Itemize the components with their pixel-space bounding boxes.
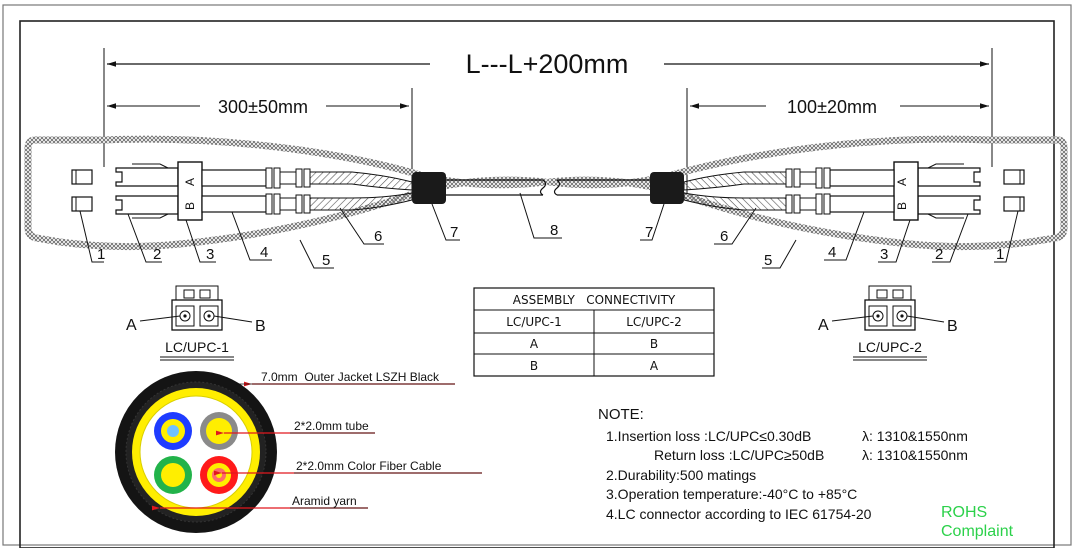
left-connector-end-view: A B LC/UPC-1 xyxy=(126,285,266,361)
note-wavelength: λ: 1310&1550nm xyxy=(862,428,968,444)
end-view-label-b: B xyxy=(947,318,958,335)
part-number: 1 xyxy=(996,246,1004,263)
table-cell: A xyxy=(650,359,659,373)
part-number: 3 xyxy=(206,246,214,263)
end-view-label-a: A xyxy=(818,317,829,334)
note-line: 3.Operation temperature:-40°C to +85°C xyxy=(606,486,857,502)
tube-label: 2*2.0mm tube xyxy=(294,419,369,433)
note-line: Return loss :LC/UPC≥50dB xyxy=(654,447,824,463)
outer-jacket-label: 7.0mm Outer Jacket LSZH Black xyxy=(261,370,440,384)
note-line: 2.Durability:500 matings xyxy=(606,467,756,483)
notes-block: NOTE: 1.Insertion loss :LC/UPC≤0.30dB λ:… xyxy=(598,406,968,522)
assembly-connectivity-table: ASSEMBLY CONNECTIVITY LC/UPC-1 LC/UPC-2 … xyxy=(473,287,715,377)
table-cell: B xyxy=(650,337,658,351)
clip-label-a: A xyxy=(183,178,197,186)
left-break-label: 300±50mm xyxy=(218,97,308,117)
splitter-sleeve xyxy=(412,172,446,204)
left-part-leaders xyxy=(79,192,562,269)
duplex-clip xyxy=(177,161,203,221)
right-connector-assembly xyxy=(650,161,1025,221)
fiber-label: 2*2.0mm Color Fiber Cable xyxy=(296,459,442,473)
end-view-label-a: A xyxy=(126,317,137,334)
part-number: 1 xyxy=(97,246,105,263)
right-part-numbers: 7 6 5 4 3 2 1 xyxy=(645,224,1004,269)
main-cable xyxy=(445,179,655,196)
table-header: LC/UPC-2 xyxy=(626,315,681,329)
part-number: 5 xyxy=(322,252,330,269)
note-line: 1.Insertion loss :LC/UPC≤0.30dB xyxy=(606,428,811,444)
sheet-border-inner xyxy=(19,20,1055,548)
right-connector-end-view: A B LC/UPC-2 xyxy=(818,285,958,361)
rohs-mark: ROHS Complaint xyxy=(941,503,1013,541)
table-cell: A xyxy=(530,337,539,351)
right-connector-title: LC/UPC-2 xyxy=(858,339,922,355)
part-number: 7 xyxy=(645,224,653,241)
part-number: 6 xyxy=(374,228,382,245)
left-connector-title: LC/UPC-1 xyxy=(165,339,229,355)
table-title: ASSEMBLY CONNECTIVITY xyxy=(513,293,676,307)
left-part-numbers: 1 2 3 4 5 6 7 8 xyxy=(97,222,558,269)
overall-length-dimension: L---L+200mm xyxy=(103,48,993,167)
table-cell: B xyxy=(530,359,538,373)
sheet-border-outer xyxy=(2,4,1072,546)
part-number: 5 xyxy=(764,252,772,269)
overall-length-label: L---L+200mm xyxy=(466,49,629,79)
part-number: 8 xyxy=(550,222,558,239)
note-wavelength: λ: 1310&1550nm xyxy=(862,447,968,463)
part-number: 2 xyxy=(935,246,943,263)
table-header: LC/UPC-1 xyxy=(506,315,561,329)
notes-title: NOTE: xyxy=(598,406,644,423)
part-number: 4 xyxy=(828,244,836,261)
clip-label-b: B xyxy=(183,202,197,210)
right-break-label: 100±20mm xyxy=(787,97,877,117)
aramid-label: Aramid yarn xyxy=(292,494,357,508)
note-line: 4.LC connector according to IEC 61754-20 xyxy=(606,506,872,522)
cable-cross-section xyxy=(115,371,277,533)
part-number: 7 xyxy=(450,224,458,241)
left-connector-assembly: A B xyxy=(71,161,446,221)
rohs-line: ROHS xyxy=(941,504,988,521)
right-clip-label-a: A xyxy=(895,178,909,186)
part-number: 3 xyxy=(880,246,888,263)
dust-cap xyxy=(71,169,93,185)
right-part-leaders xyxy=(640,203,1019,269)
rohs-line: Complaint xyxy=(941,523,1014,540)
right-clip-label-b: B xyxy=(895,202,909,210)
part-number: 6 xyxy=(720,228,728,245)
right-break-dimension: 100±20mm xyxy=(686,88,989,195)
part-number: 2 xyxy=(153,246,161,263)
dust-cap xyxy=(71,196,93,212)
part-number: 4 xyxy=(260,244,268,261)
end-view-label-b: B xyxy=(255,318,266,335)
